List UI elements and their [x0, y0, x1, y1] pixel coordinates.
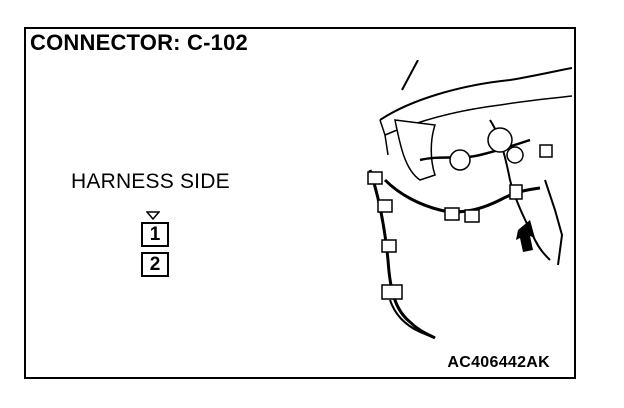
connector-key-icon [146, 211, 160, 221]
connector-pin-1: 1 [141, 222, 169, 247]
diagram-frame [24, 27, 576, 379]
connector-pin-2: 2 [141, 252, 169, 277]
figure-code: AC406442AK [447, 354, 550, 371]
harness-side-label: HARNESS SIDE [71, 170, 230, 193]
connector-title: CONNECTOR: C-102 [30, 30, 248, 55]
arrow-icon [516, 220, 535, 252]
harness-location-illustration [367, 60, 572, 340]
